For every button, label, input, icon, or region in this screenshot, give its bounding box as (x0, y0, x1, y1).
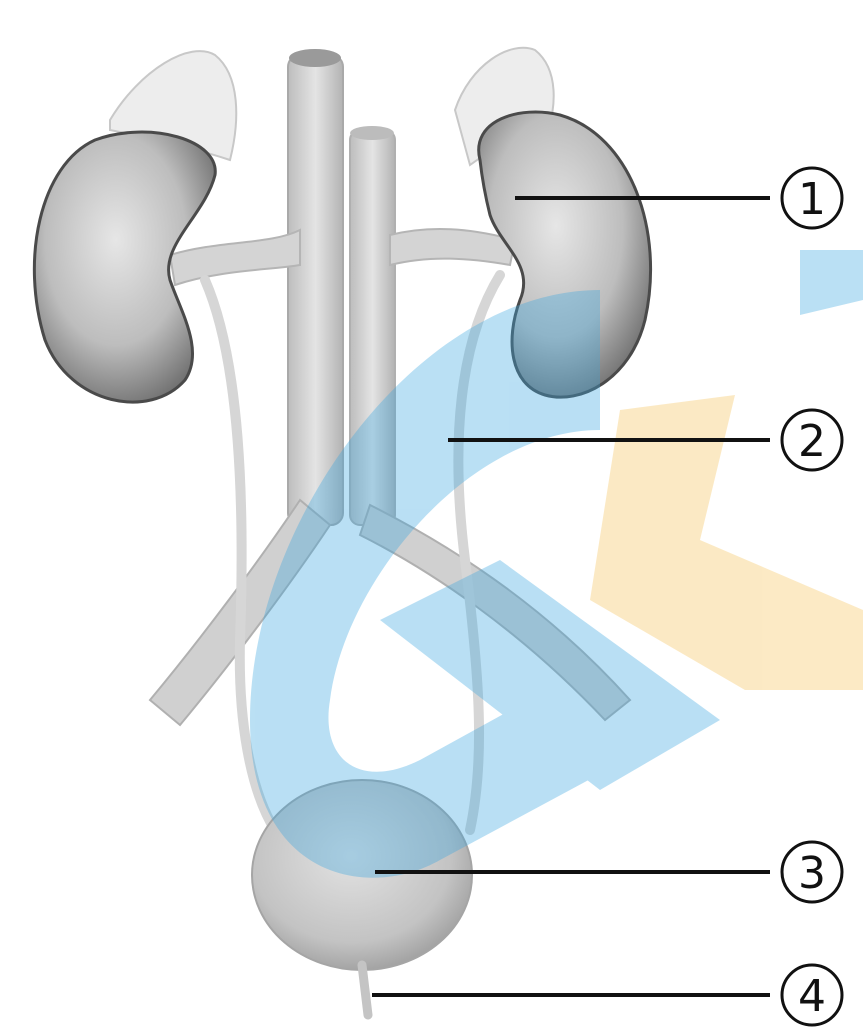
callout-4: 4 (782, 965, 842, 1025)
callout-3-label: 3 (798, 848, 826, 899)
callout-1-label: 1 (798, 174, 826, 225)
callout-4-label: 4 (798, 971, 826, 1022)
right-renal-vessels (390, 229, 515, 265)
vena-cava-top (289, 49, 341, 67)
callout-1: 1 (782, 168, 842, 228)
callout-2-label: 2 (798, 416, 826, 467)
left-renal-vessels (170, 230, 300, 285)
aorta-top (350, 126, 394, 140)
callout-3: 3 (782, 842, 842, 902)
vena-cava (288, 55, 343, 525)
urethra (362, 965, 368, 1015)
callout-2: 2 (782, 410, 842, 470)
